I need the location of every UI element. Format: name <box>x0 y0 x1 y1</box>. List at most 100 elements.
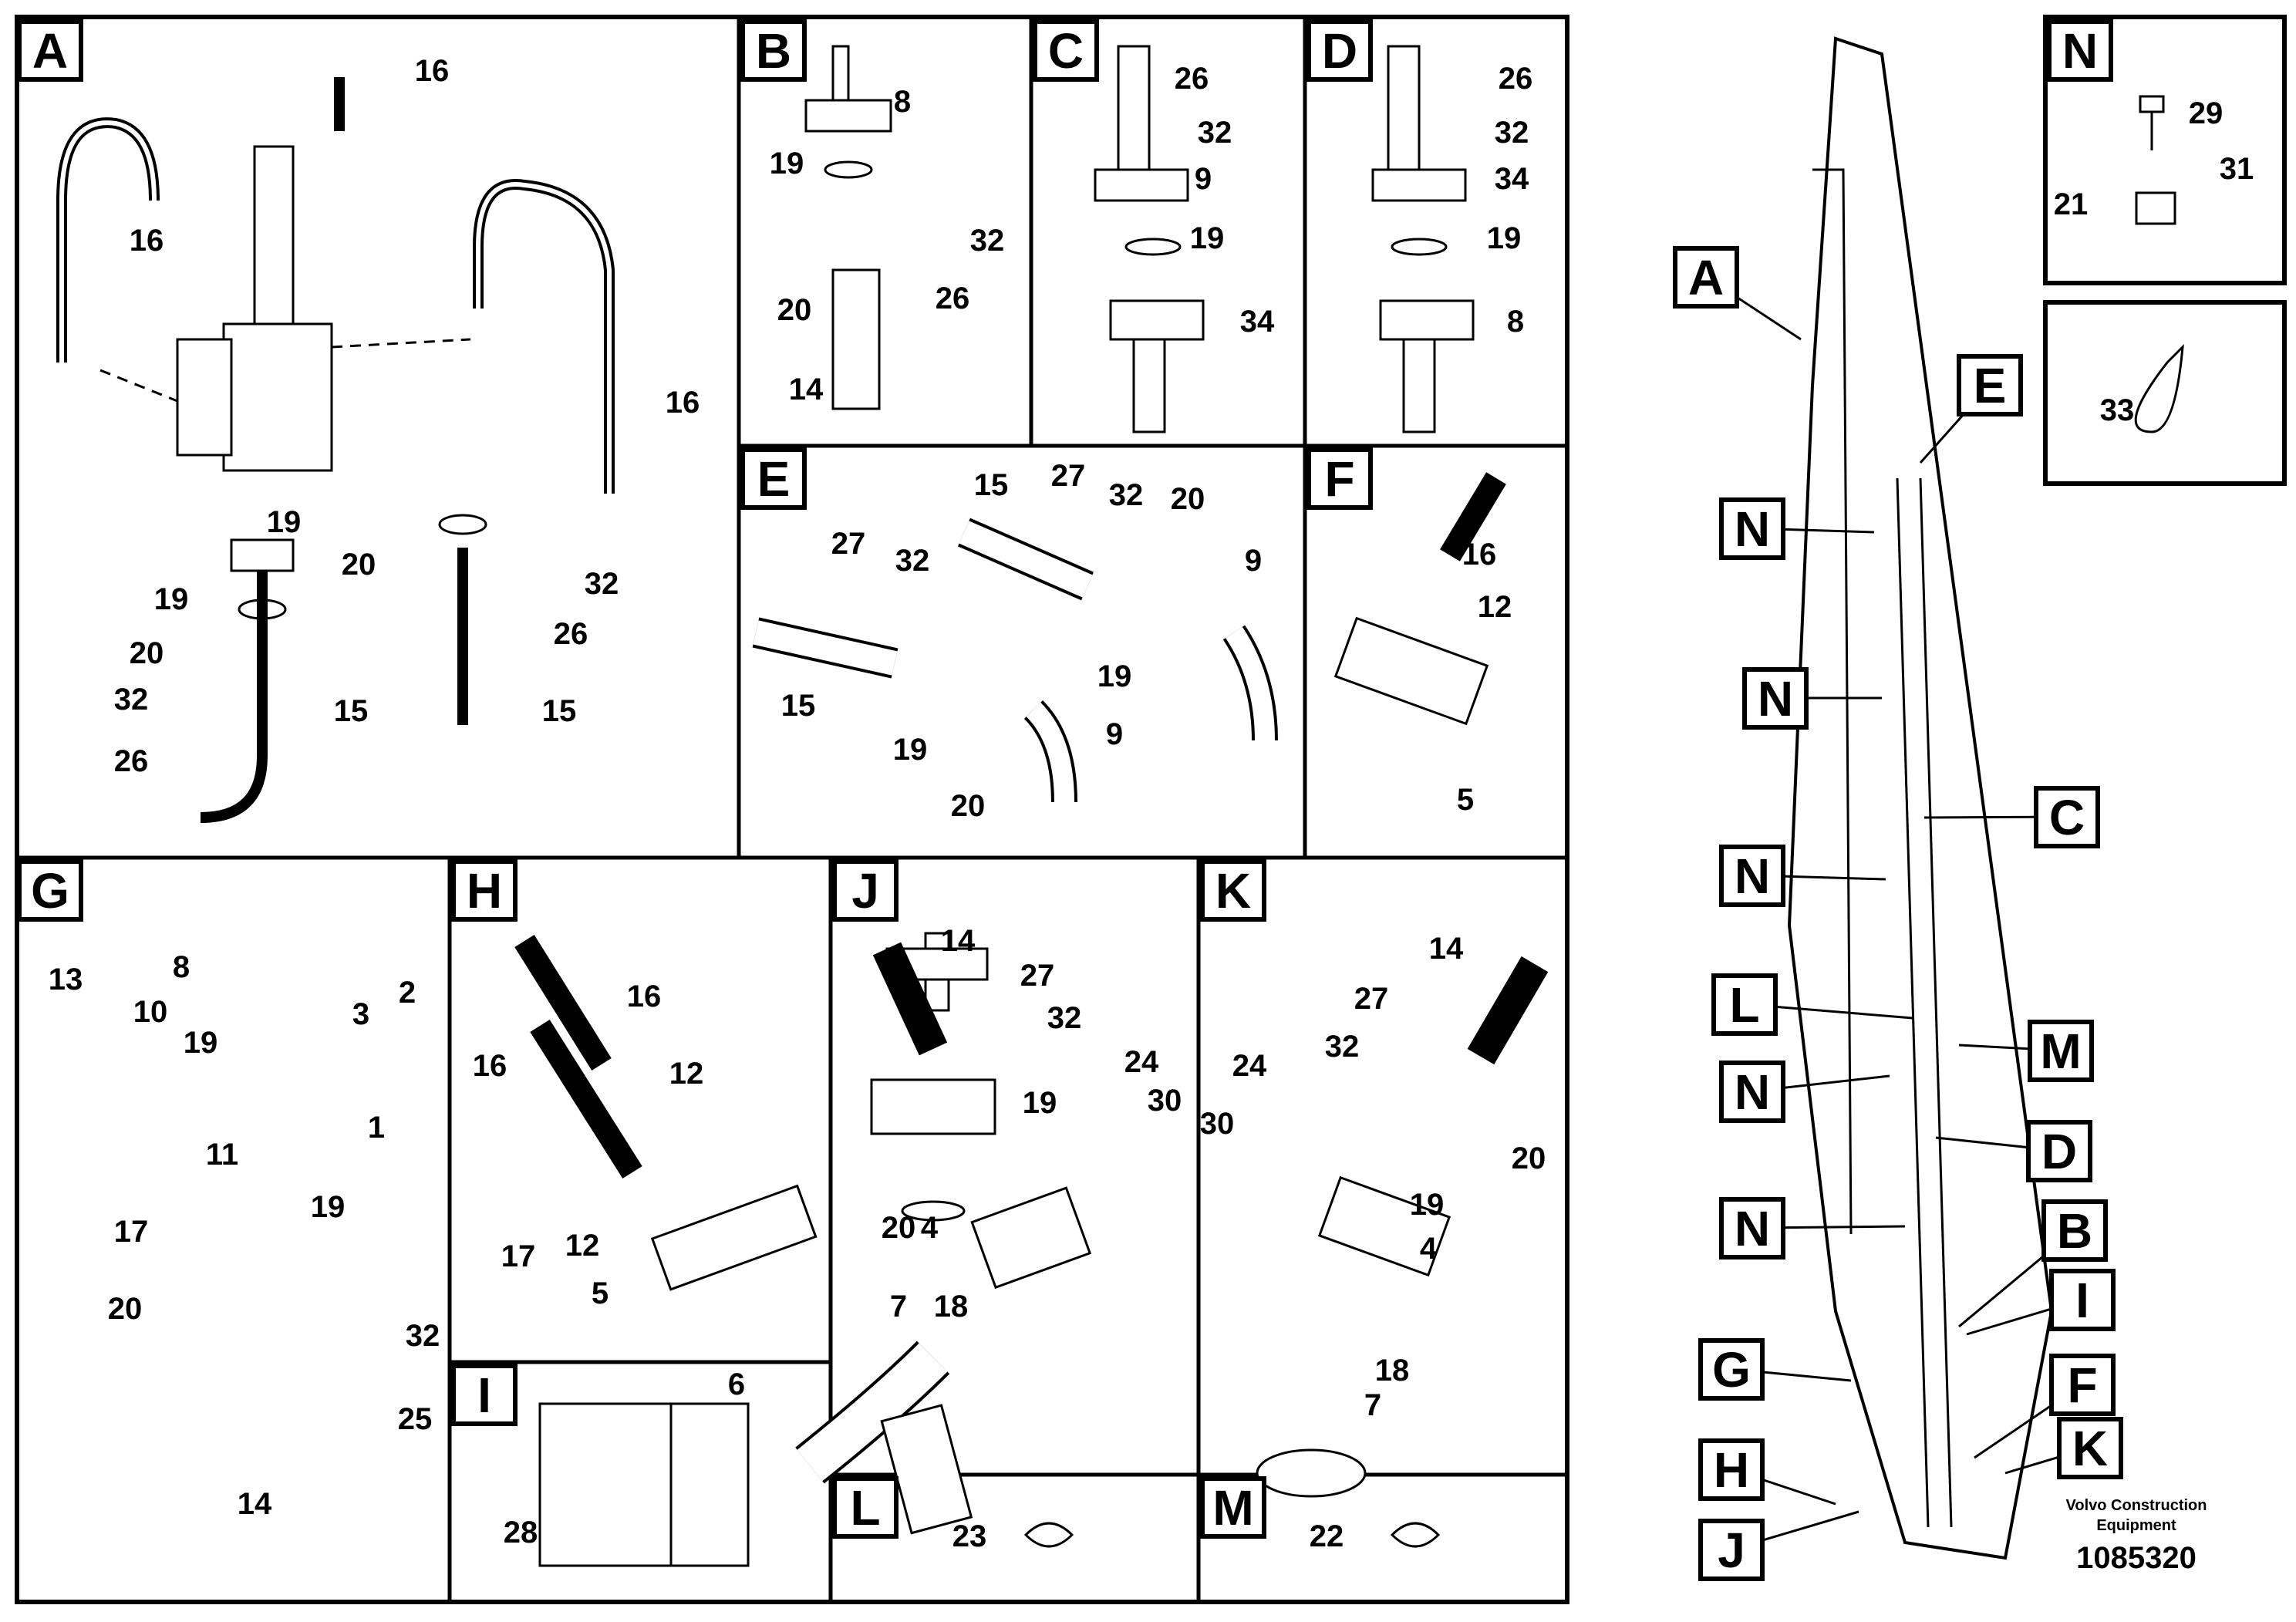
part-label-G-3: 19 <box>184 1026 218 1060</box>
part-label-G-9: 17 <box>114 1215 149 1249</box>
boom-callout-4: C <box>2034 786 2100 848</box>
part-label-E-11: 9 <box>1106 717 1123 751</box>
part-label-F-0: 16 <box>1462 538 1497 572</box>
part-label-E-3: 20 <box>1171 482 1205 516</box>
part-label-extra-0: 33 <box>2100 393 2135 427</box>
svg-text:H: H <box>1714 1442 1749 1498</box>
svg-text:L: L <box>850 1480 880 1536</box>
svg-text:N: N <box>1735 1064 1770 1120</box>
main-frame <box>15 15 1569 1604</box>
part-label-E-8: 19 <box>1097 659 1132 693</box>
part-label-K-8: 18 <box>1375 1354 1410 1388</box>
part-label-H-0: 16 <box>627 980 662 1013</box>
part-label-D-2: 34 <box>1495 162 1529 196</box>
part-label-E-5: 32 <box>895 544 930 578</box>
section-tag-E: E <box>740 447 807 510</box>
svg-text:D: D <box>2041 1124 2077 1179</box>
part-label-E-1: 27 <box>1051 459 1086 493</box>
boom-callout-9: D <box>2026 1120 2092 1182</box>
part-label-E-10: 20 <box>951 789 986 823</box>
part-label-A-5: 32 <box>585 567 619 601</box>
section-tag-L: L <box>832 1476 899 1539</box>
part-label-B-5: 14 <box>789 373 824 406</box>
boom-callout-17: J <box>1698 1519 1765 1581</box>
svg-text:I: I <box>477 1367 491 1423</box>
section-tag-A: A <box>17 19 83 82</box>
section-tag-F: F <box>1306 447 1373 510</box>
part-label-J-6: 20 <box>882 1211 916 1245</box>
part-label-F-1: 12 <box>1478 590 1512 624</box>
part-label-J-5: 30 <box>1148 1084 1182 1118</box>
part-label-C-1: 32 <box>1198 116 1232 150</box>
part-label-G-5: 2 <box>399 976 416 1010</box>
part-label-J-4: 19 <box>1023 1086 1057 1120</box>
part-label-F-2: 5 <box>1457 783 1474 817</box>
svg-text:E: E <box>1974 358 2007 413</box>
boom-callout-10: N <box>1719 1197 1785 1259</box>
part-label-C-0: 26 <box>1175 62 1209 96</box>
svg-text:D: D <box>1322 23 1357 79</box>
doc-number: 1085320 <box>2076 1541 2197 1575</box>
part-label-A-12: 15 <box>542 694 577 728</box>
brand-line1: Volvo Construction <box>2066 1497 2207 1514</box>
svg-text:C: C <box>1048 23 1084 79</box>
part-label-A-2: 16 <box>666 386 700 420</box>
part-label-H-3: 17 <box>501 1239 536 1273</box>
part-label-A-8: 20 <box>130 636 164 670</box>
boom-callout-11: B <box>2041 1199 2108 1262</box>
part-label-A-10: 26 <box>114 744 149 778</box>
part-label-N-0: 29 <box>2189 96 2224 130</box>
part-label-H-2: 12 <box>669 1057 704 1091</box>
part-label-H-5: 5 <box>592 1276 609 1310</box>
section-tag-K: K <box>1200 859 1266 922</box>
part-label-A-7: 19 <box>154 582 189 616</box>
svg-text:N: N <box>2062 23 2098 79</box>
part-label-G-11: 32 <box>406 1319 440 1353</box>
section-tag-D: D <box>1306 19 1373 82</box>
part-label-E-2: 32 <box>1109 478 1144 512</box>
part-label-E-9: 19 <box>893 733 928 767</box>
boom-callout-12: I <box>2049 1269 2116 1331</box>
svg-text:A: A <box>32 23 68 79</box>
part-label-B-1: 19 <box>770 147 804 180</box>
boom-callout-5: N <box>1719 845 1785 907</box>
svg-text:B: B <box>756 23 791 79</box>
part-label-K-1: 27 <box>1354 982 1389 1016</box>
svg-text:M: M <box>1212 1480 1253 1536</box>
svg-text:N: N <box>1735 501 1770 557</box>
svg-text:K: K <box>1215 863 1251 919</box>
svg-text:G: G <box>31 863 69 919</box>
svg-text:F: F <box>1324 451 1354 507</box>
boom-callout-3: N <box>1742 667 1809 730</box>
part-label-K-6: 19 <box>1410 1188 1445 1222</box>
boom-callout-1: E <box>1957 354 2023 416</box>
part-label-J-2: 32 <box>1047 1001 1082 1035</box>
part-label-E-0: 15 <box>974 468 1009 502</box>
svg-text:B: B <box>2057 1203 2092 1259</box>
part-label-J-8: 7 <box>890 1290 907 1324</box>
part-label-D-1: 32 <box>1495 116 1529 150</box>
svg-text:M: M <box>2040 1023 2081 1079</box>
part-label-G-7: 11 <box>206 1138 238 1172</box>
part-label-G-13: 14 <box>238 1487 272 1521</box>
part-label-J-7: 4 <box>921 1211 939 1245</box>
part-label-D-3: 19 <box>1487 221 1522 255</box>
part-label-B-3: 20 <box>777 293 812 327</box>
part-label-K-0: 14 <box>1429 932 1464 966</box>
part-label-G-2: 10 <box>133 995 168 1029</box>
part-label-K-5: 20 <box>1512 1141 1546 1175</box>
svg-text:A: A <box>1688 250 1724 305</box>
part-label-D-4: 8 <box>1507 305 1524 339</box>
part-label-G-4: 3 <box>352 997 369 1031</box>
svg-text:J: J <box>851 863 879 919</box>
part-label-E-4: 27 <box>831 527 866 561</box>
part-label-I-0: 6 <box>728 1367 745 1401</box>
part-label-N-2: 21 <box>2054 187 2089 221</box>
part-label-A-4: 20 <box>342 548 376 582</box>
svg-text:N: N <box>1735 848 1770 904</box>
section-tag-M: M <box>1200 1476 1266 1539</box>
svg-text:J: J <box>1718 1523 1745 1578</box>
part-label-K-7: 4 <box>1420 1232 1438 1266</box>
boom-callout-2: N <box>1719 497 1785 560</box>
svg-text:N: N <box>1735 1201 1770 1256</box>
